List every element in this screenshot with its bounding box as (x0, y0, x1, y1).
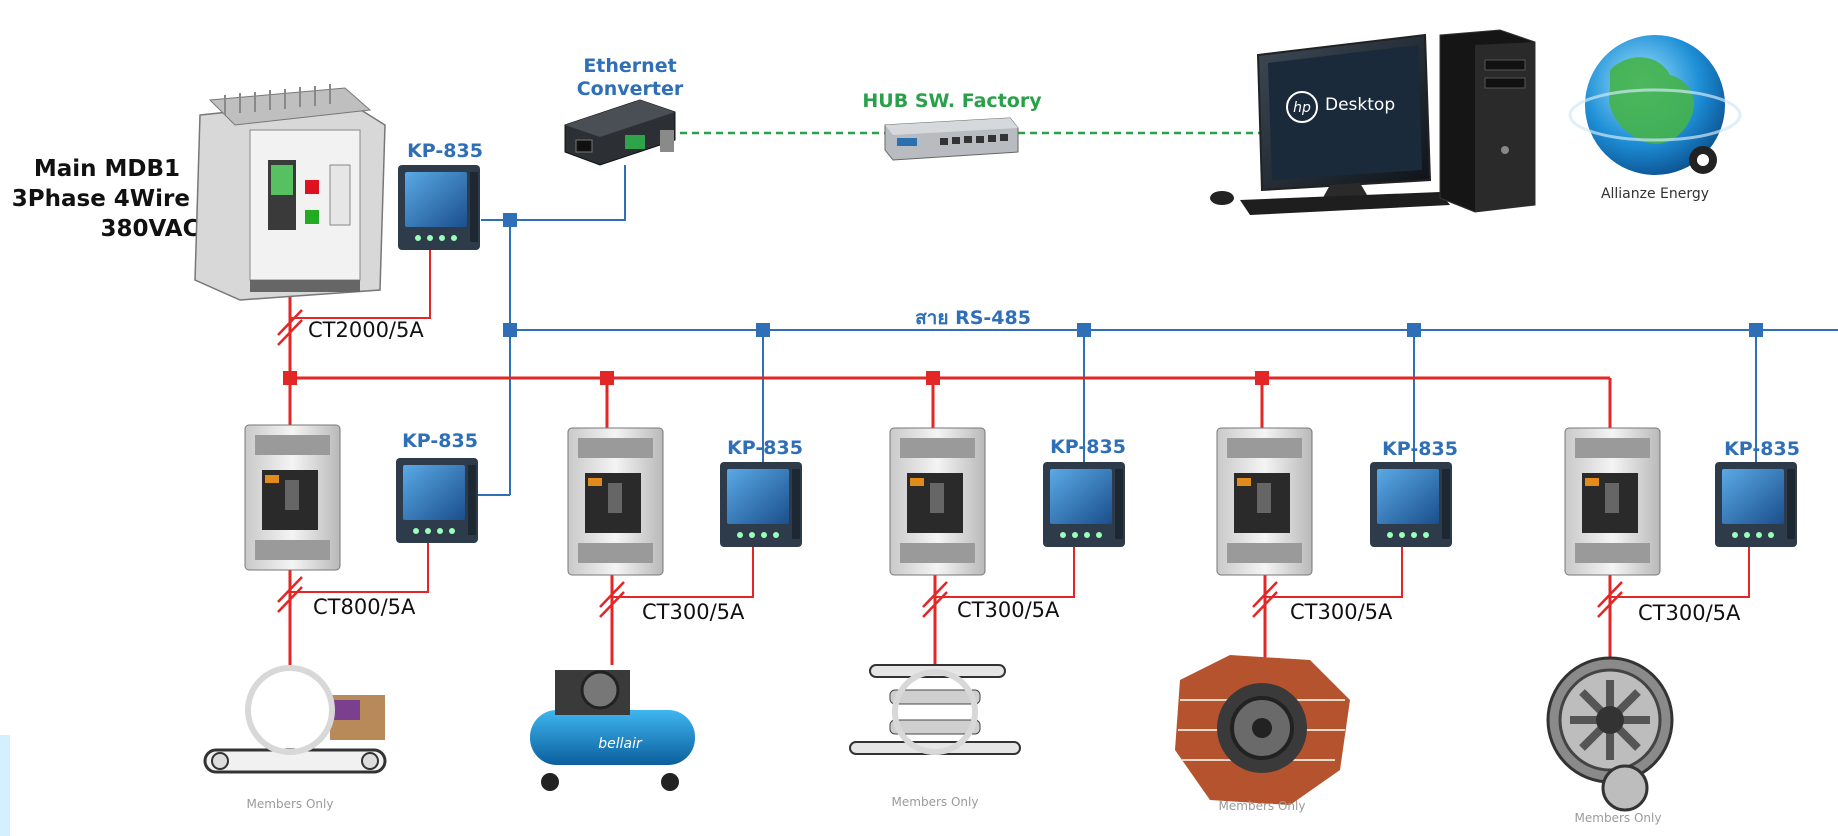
feeder-5-meter-label: KP-835 (1724, 438, 1800, 460)
allianze-energy-globe: Allianze Energy (1568, 35, 1742, 202)
ethernet-converter-label-line1: Ethernet (583, 55, 676, 77)
rs485-label: สาย RS-485 (915, 307, 1031, 329)
rs485-converter-drop (510, 165, 626, 221)
main-mdb: Main MDB1 3Phase 4Wire 380VAC KP-835 (12, 84, 483, 342)
ethernet-converter-icon (564, 99, 676, 166)
desktop-monitor-icon: hp Desktop (1210, 33, 1450, 215)
mccb-breaker-icon (244, 424, 341, 571)
ct-signal-1 (290, 540, 429, 593)
ct-marks (277, 309, 1623, 618)
ct-signal-3 (935, 545, 1075, 598)
hp-logo-text: hp (1293, 100, 1311, 116)
feeder-5: KP-835 CT300/5A Members Only (1546, 427, 1800, 825)
globe-label: Allianze Energy (1601, 186, 1709, 202)
ct-signal-main (290, 245, 431, 319)
mccb-breaker-icon (889, 427, 986, 576)
feeder-3-meter-label: KP-835 (1050, 436, 1126, 458)
feeder-2: KP-835 CT300/5A bellair (530, 427, 803, 791)
hub-label: HUB SW. Factory (862, 90, 1042, 112)
power-junctions (283, 371, 1269, 385)
gear-icon (1546, 656, 1674, 812)
main-mdb-label-line3: 380VAC (101, 216, 200, 242)
main-ct-label: CT2000/5A (308, 318, 424, 342)
ct-signal-2 (612, 545, 754, 598)
compressor-brand: bellair (598, 736, 643, 752)
hub-switch: HUB SW. Factory (862, 90, 1042, 161)
wiring (277, 131, 1838, 665)
roller-conveyor-icon (849, 664, 1021, 755)
air-compressor-icon: bellair (530, 670, 695, 791)
desktop-computer: hp Desktop (1210, 29, 1536, 215)
ethernet-converter: Ethernet Converter (564, 55, 684, 166)
feeder-4-watermark: Members Only (1219, 799, 1306, 813)
network-switch-icon (884, 117, 1019, 161)
conveyor-icon (203, 665, 387, 774)
power-meter-icon (1715, 462, 1797, 547)
ethernet-converter-label-line2: Converter (577, 78, 684, 100)
main-mdb-label-line1: Main MDB1 (34, 156, 180, 182)
feeder-2-meter-label: KP-835 (727, 437, 803, 459)
feeder-1-meter-label: KP-835 (402, 430, 478, 452)
power-meter-icon (720, 462, 802, 547)
feeder-4-ct-label: CT300/5A (1290, 600, 1393, 624)
main-meter: KP-835 (398, 140, 483, 250)
feeder-3: KP-835 CT300/5A Members Only (849, 427, 1126, 809)
mccb-breaker-icon (1564, 427, 1661, 576)
rs485-junctions (503, 213, 1763, 337)
air-circuit-breaker-icon (194, 84, 386, 301)
power-meter-icon (1370, 462, 1452, 547)
globe-icon (1568, 35, 1742, 175)
feeder-5-ct-label: CT300/5A (1638, 601, 1741, 625)
left-edge-tab (0, 735, 10, 836)
power-meter-icon (1043, 462, 1125, 547)
gear-wall-icon (1175, 655, 1350, 805)
feeder-2-ct-label: CT300/5A (642, 600, 745, 624)
desktop-brand: Desktop (1325, 95, 1395, 115)
feeder-3-watermark: Members Only (892, 795, 979, 809)
feeder-1-ct-label: CT800/5A (313, 595, 416, 619)
ct-signal-4 (1265, 545, 1403, 598)
feeder-4: KP-835 CT300/5A Members Only (1175, 427, 1458, 813)
feeder-1-watermark: Members Only (247, 797, 334, 811)
power-meter-icon (396, 458, 478, 543)
main-mdb-label-line2: 3Phase 4Wire (12, 186, 190, 212)
feeder-4-meter-label: KP-835 (1382, 438, 1458, 460)
feeder-5-watermark: Members Only (1575, 811, 1662, 825)
main-meter-label: KP-835 (407, 140, 483, 162)
feeder-3-ct-label: CT300/5A (957, 598, 1060, 622)
feeder-1: KP-835 CT800/5A Members Only (203, 424, 478, 811)
mccb-breaker-icon (1216, 427, 1313, 576)
mccb-breaker-icon (567, 427, 664, 576)
ct-signal-5 (1610, 545, 1750, 598)
desktop-tower-icon (1439, 29, 1536, 213)
power-meter-icon (398, 165, 480, 250)
